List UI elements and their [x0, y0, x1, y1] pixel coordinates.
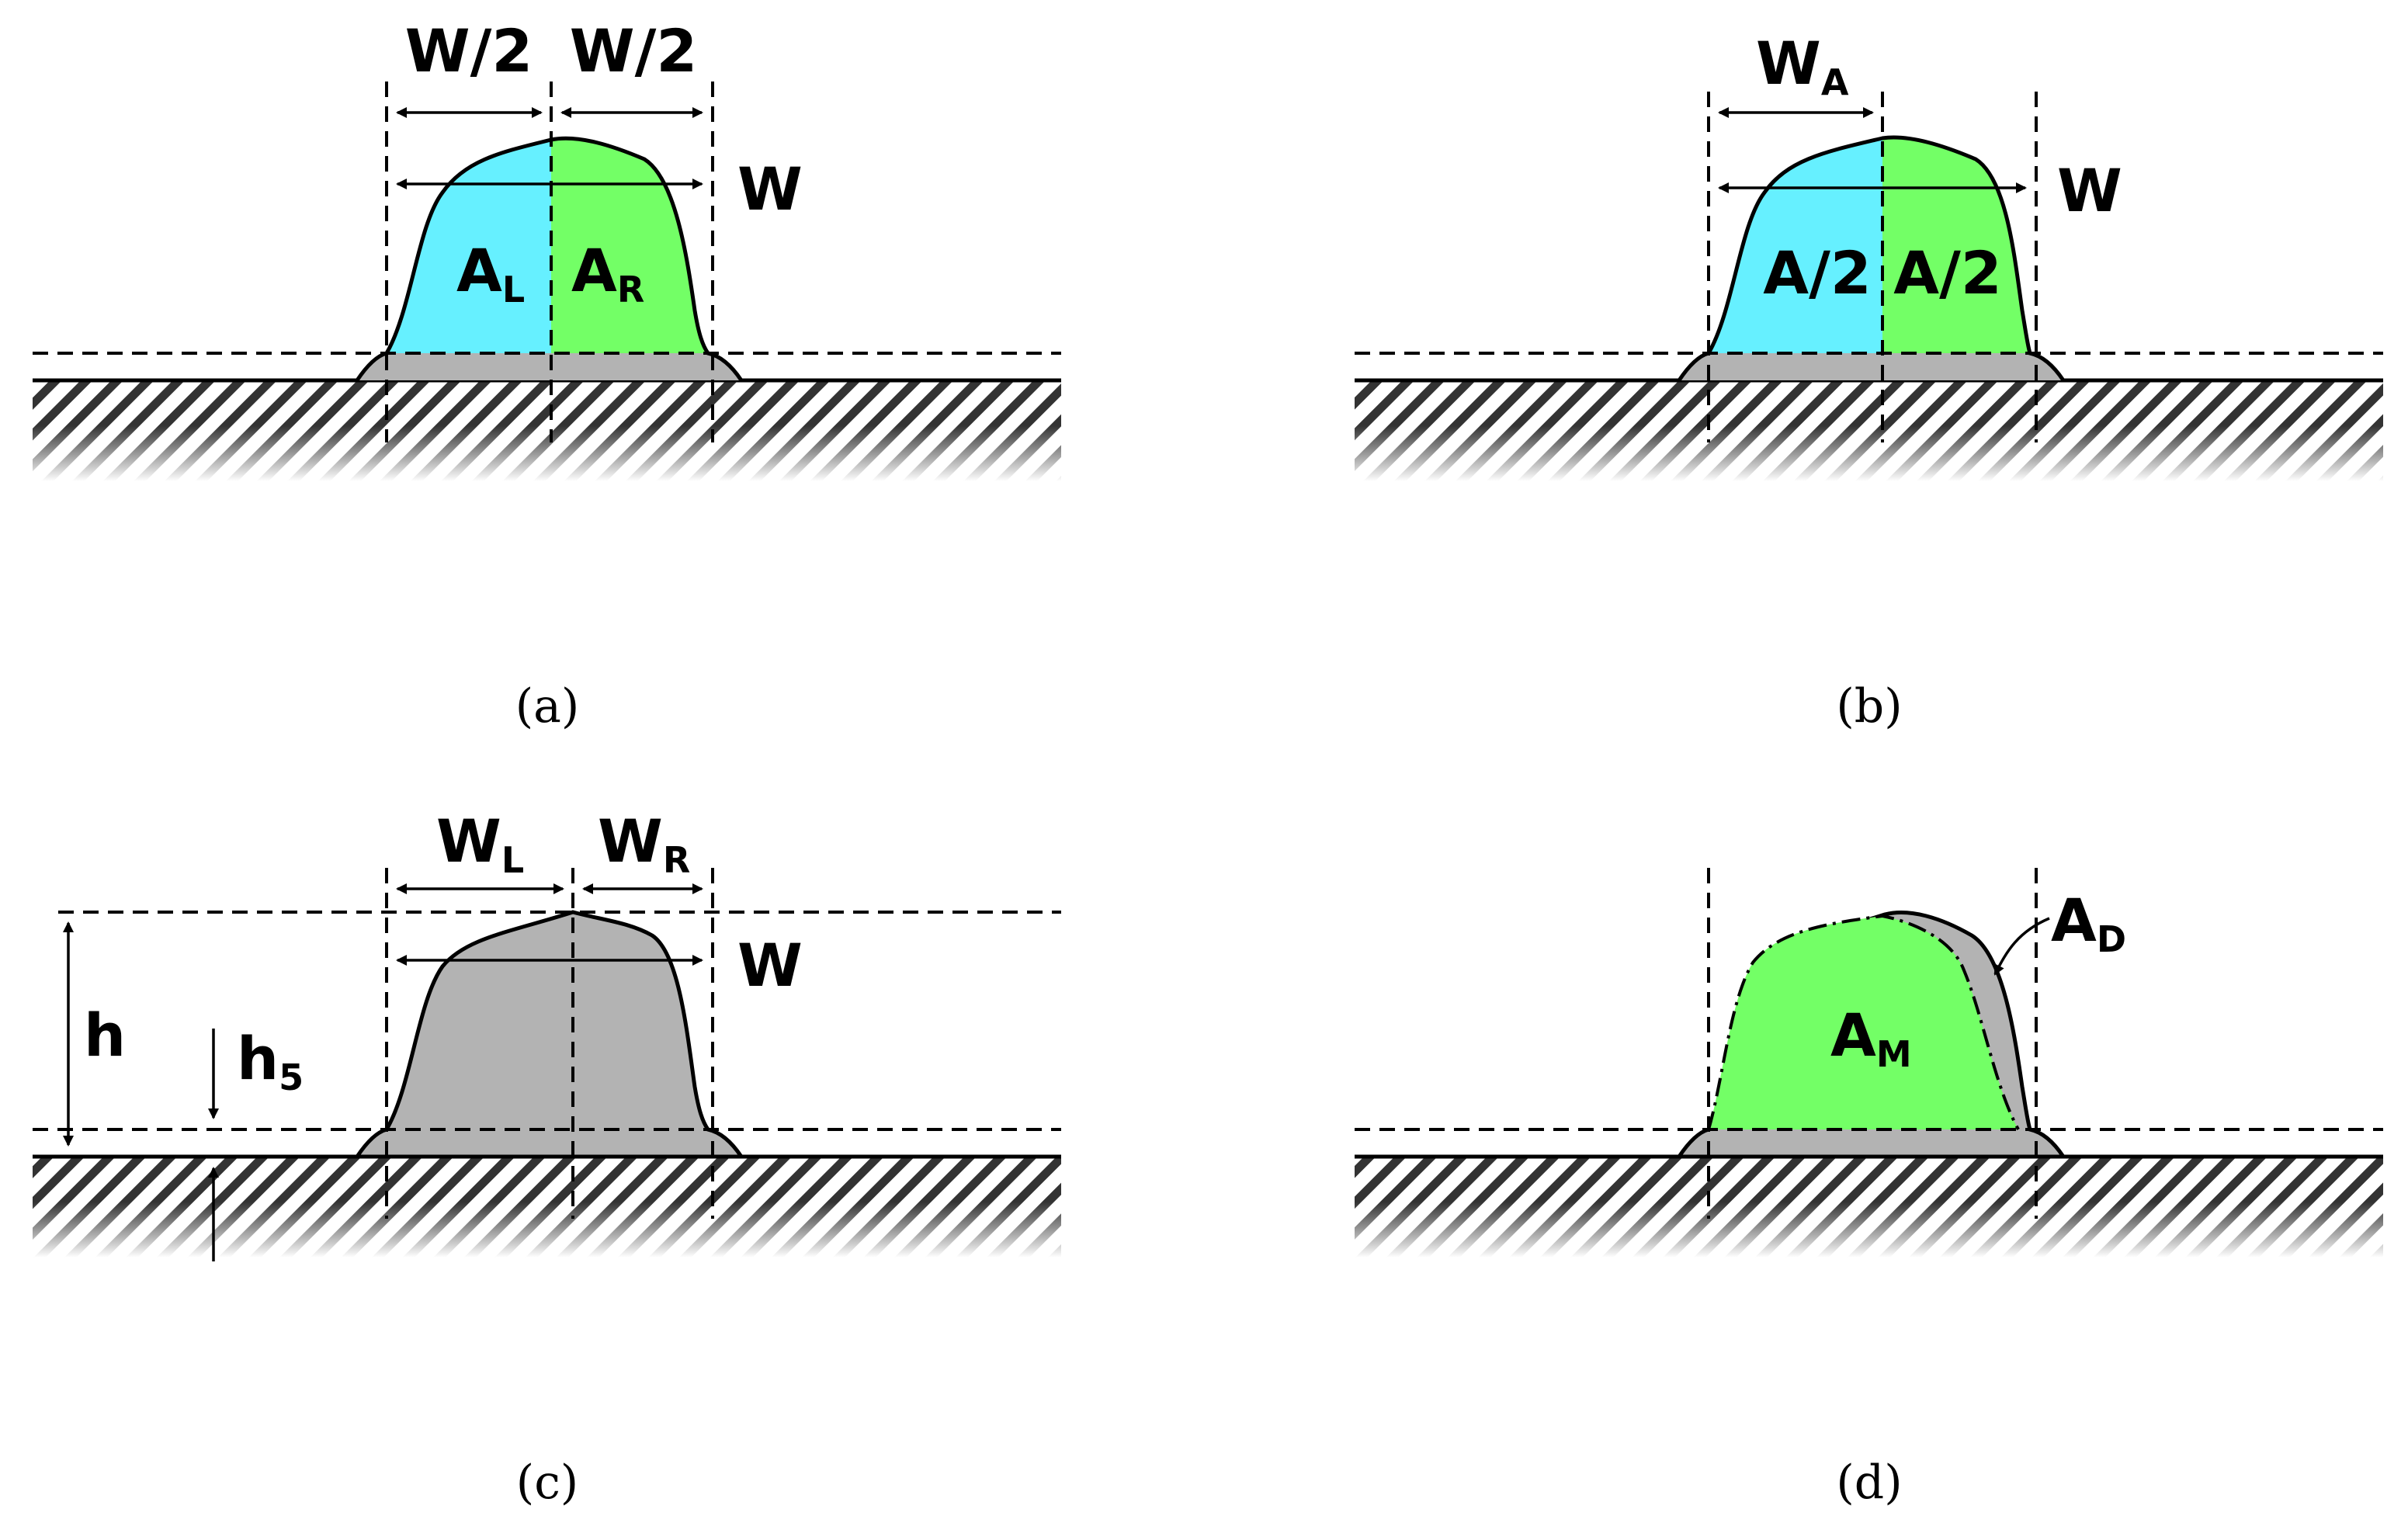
bead-base-a: [357, 353, 741, 380]
label-wr-c: WR: [598, 807, 690, 881]
label-width-a: W: [737, 154, 803, 224]
label-area-left-b: A/2: [1763, 238, 1871, 307]
label-ad-d: AD: [2051, 886, 2126, 960]
caption-a: (a): [515, 679, 580, 734]
substrate-b: [1355, 380, 2383, 481]
bead-outline-b: [1677, 135, 2066, 382]
label-half-right-a: W/2: [570, 16, 697, 85]
bead-outline-a: [355, 136, 744, 382]
area-left-region-a: [387, 140, 551, 353]
caption-b: (b): [1836, 679, 1902, 734]
model-outline-d: [1707, 914, 2020, 1130]
label-width-b: W: [2057, 156, 2122, 225]
panel-a: W/2 W/2 W AL AR (a): [33, 16, 1061, 734]
label-wa-b: WA: [1756, 29, 1849, 103]
label-h-c: h: [84, 1001, 126, 1070]
label-am-d: AM: [1830, 1001, 1912, 1075]
substrate-c: [33, 1157, 1061, 1258]
label-wl-c: WL: [436, 807, 524, 881]
ad-leader-d: [1993, 917, 2050, 976]
bead-c: [353, 910, 745, 1159]
label-half-left-a: W/2: [405, 16, 533, 85]
caption-d: (d): [1836, 1455, 1902, 1510]
area-model-region-d: [1709, 916, 2018, 1129]
label-area-right-a: AR: [571, 236, 644, 311]
label-h5-c: h5: [237, 1024, 304, 1098]
label-width-c: W: [737, 931, 803, 1000]
caption-c: (c): [516, 1455, 578, 1510]
panel-c: WL WR W h h5 (c): [33, 807, 1061, 1510]
area-right-region-a: [551, 138, 708, 353]
label-area-left-a: AL: [456, 236, 525, 311]
panel-b: WA W A/2 A/2 (b): [1355, 29, 2383, 734]
substrate-d: [1355, 1157, 2383, 1258]
bead-base-b: [1679, 353, 2063, 380]
label-area-right-b: A/2: [1893, 238, 2001, 307]
substrate-a: [33, 380, 1061, 481]
panel-d: AD AM (d): [1355, 868, 2383, 1510]
